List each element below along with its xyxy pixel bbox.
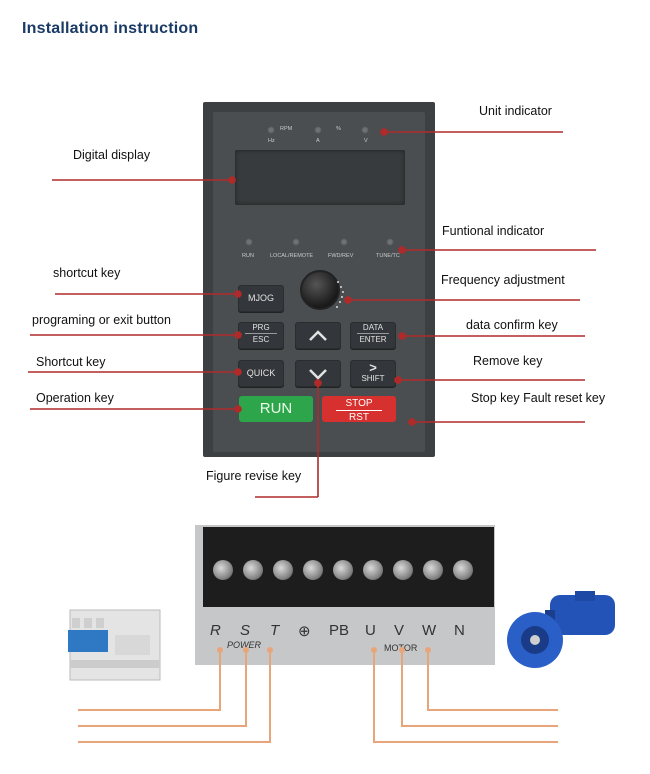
shift-button[interactable]: > SHIFT	[350, 360, 396, 387]
hz-led	[267, 126, 275, 134]
down-arrow-icon	[309, 369, 327, 380]
figure-revise-label: Figure revise key	[206, 469, 302, 483]
terminal-ground-label: ⊕	[298, 623, 311, 640]
mjog-button[interactable]: MJOG	[238, 285, 284, 312]
terminal-screw	[243, 560, 263, 580]
stop-label: STOP	[345, 398, 373, 409]
functional-indicator-label: Funtional indicator	[442, 224, 545, 238]
terminal-n-label: N	[454, 622, 465, 639]
enter-label: ENTER	[359, 335, 387, 344]
a-led	[314, 126, 322, 134]
hz-label: Hz	[268, 138, 275, 144]
stop-rst-button[interactable]: STOP RST	[322, 396, 396, 423]
terminal-screw	[333, 560, 353, 580]
frequency-adjustment-label: Frequency adjustment	[441, 273, 565, 287]
data-confirm-label: data confirm key	[466, 318, 558, 332]
rst-label: RST	[349, 412, 369, 423]
terminal-s-label: S	[240, 622, 251, 639]
v-label: V	[364, 138, 368, 144]
digital-display	[235, 150, 405, 205]
esc-label: ESC	[252, 335, 270, 344]
tune-tc-led	[386, 238, 394, 246]
shift-label: SHIFT	[361, 374, 385, 383]
terminal-screw	[453, 560, 473, 580]
terminal-u-label: U	[365, 622, 376, 639]
terminal-v-label: V	[394, 622, 405, 639]
shortcut-key-2-label: Shortcut key	[36, 355, 106, 369]
terminal-t-label: T	[270, 622, 280, 639]
tune-tc-label: TUNE/TC	[376, 253, 400, 259]
motor-image	[507, 591, 615, 668]
terminal-screw	[303, 560, 323, 580]
prg-esc-button[interactable]: PRG ESC	[238, 322, 284, 349]
up-arrow-icon	[309, 330, 327, 341]
data-label: DATA	[362, 323, 384, 332]
up-arrow-button[interactable]	[295, 322, 341, 349]
terminal-screw	[273, 560, 293, 580]
unit-indicator-label: Unit indicator	[479, 104, 552, 118]
digital-display-label: Digital display	[73, 148, 151, 162]
programing-exit-label: programing or exit button	[32, 313, 171, 327]
terminal-w-label: W	[422, 622, 437, 639]
v-led	[361, 126, 369, 134]
fwd-rev-led	[340, 238, 348, 246]
terminal-screw	[213, 560, 233, 580]
remove-key-label: Remove key	[473, 354, 543, 368]
run-button[interactable]: RUN	[239, 396, 313, 422]
a-label: A	[316, 138, 320, 144]
run-led	[245, 238, 253, 246]
terminal-r-label: R	[210, 622, 221, 639]
prg-label: PRG	[252, 323, 270, 332]
data-enter-button[interactable]: DATA ENTER	[350, 322, 396, 349]
terminal-screw	[423, 560, 443, 580]
shortcut-key-label: shortcut key	[53, 266, 121, 280]
page-title: Installation instruction	[22, 20, 199, 37]
rpm-label: RPM	[280, 126, 293, 132]
operation-key-label: Operation key	[36, 391, 114, 405]
terminal-screw	[393, 560, 413, 580]
stop-key-label: Stop key Fault reset key	[471, 391, 606, 405]
circuit-breaker-image	[68, 609, 161, 681]
quick-button[interactable]: QUICK	[238, 360, 284, 387]
terminal-screw	[363, 560, 383, 580]
knob-scale-dots	[336, 281, 344, 308]
power-label: POWER	[227, 640, 262, 650]
terminal-pb-label: PB	[329, 622, 350, 639]
fwd-rev-label: FWD/REV	[328, 253, 354, 259]
percent-label: %	[336, 126, 341, 132]
shift-arrow-icon: >	[369, 360, 377, 375]
run-led-label: RUN	[242, 253, 254, 259]
frequency-knob[interactable]	[300, 270, 340, 310]
local-remote-label: LOCAL/REMOTE	[270, 253, 314, 259]
local-remote-led	[292, 238, 300, 246]
